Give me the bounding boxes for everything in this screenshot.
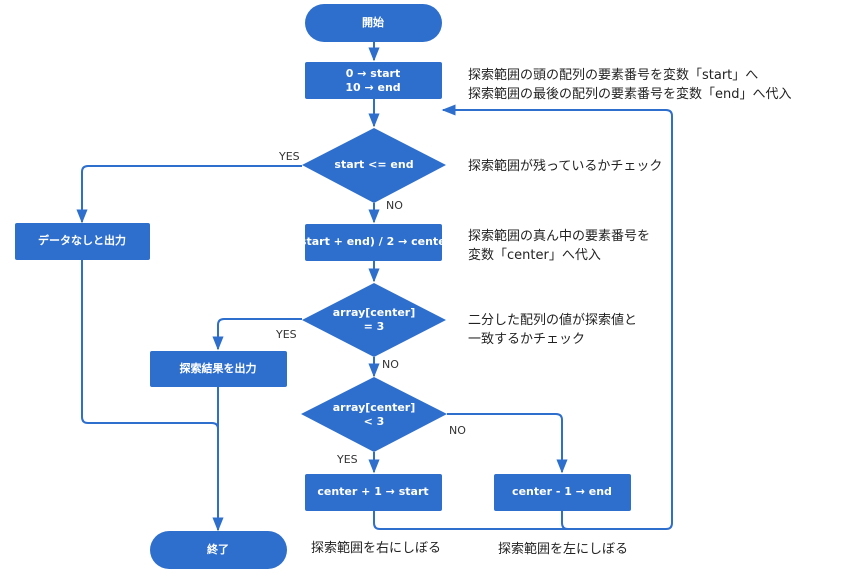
equal-condition-text-line1: array[center] — [333, 306, 416, 319]
init-note-line2: 探索範囲の最後の配列の要素番号を変数「end」へ代入 — [468, 87, 792, 102]
found-text: 探索結果を出力 — [180, 361, 257, 375]
init-process — [305, 62, 442, 99]
less-than-condition-diamond — [301, 377, 447, 452]
loop-note: 探索範囲が残っているかチェック — [468, 157, 662, 176]
not-found-output — [15, 223, 150, 260]
move-left-note-line1: 探索範囲を左にしぼる — [498, 542, 629, 557]
loop-condition-text: start <= end — [334, 158, 413, 171]
equal-note-line1: 二分した配列の値が探索値と — [468, 313, 638, 328]
equal-note: 二分した配列の値が探索値と 一致するかチェック — [468, 311, 637, 349]
loop-condition-diamond — [302, 128, 446, 203]
center-note-line2: 変数「center」へ代入 — [468, 248, 601, 263]
less-than-no-label: NO — [449, 424, 466, 437]
edge-notfound-to-end — [81, 260, 224, 532]
center-note: 探索範囲の真ん中の要素番号を 変数「center」へ代入 — [468, 227, 650, 265]
move-left-process — [494, 474, 631, 511]
move-left-text: center - 1 → end — [512, 485, 612, 498]
equal-no-label: NO — [382, 358, 399, 371]
edge-loop-yes-to-notfound — [76, 165, 302, 224]
found-output — [150, 351, 287, 387]
init-text-line1: 0 → start — [346, 67, 400, 80]
equal-note-line2: 一致するかチェック — [468, 332, 586, 347]
edge-eq-yes-to-found — [212, 318, 302, 351]
not-found-text: データなしと出力 — [38, 233, 126, 247]
end-text: 終了 — [207, 542, 229, 556]
equal-condition-text-line2: = 3 — [364, 320, 385, 333]
loop-yes-label: YES — [278, 150, 300, 163]
init-note: 探索範囲の頭の配列の要素番号を変数「start」へ 探索範囲の最後の配列の要素番… — [468, 66, 792, 104]
init-text-line2: 10 → end — [345, 81, 400, 94]
move-right-text: center + 1 → start — [317, 485, 428, 498]
less-than-condition-text-line1: array[center] — [333, 401, 416, 414]
equal-yes-label: YES — [275, 328, 297, 341]
move-left-note: 探索範囲を左にしぼる — [498, 540, 628, 559]
move-right-note-line1: 探索範囲を右にしぼる — [311, 541, 442, 556]
edge-left-loopback — [561, 511, 666, 530]
edge-right-loopback — [373, 104, 673, 530]
center-calc-process — [305, 224, 442, 261]
start-terminal — [305, 4, 442, 42]
init-note-line1: 探索範囲の頭の配列の要素番号を変数「start」へ — [468, 68, 759, 83]
move-right-process — [305, 474, 442, 511]
equal-condition-diamond — [302, 283, 446, 357]
loop-note-line1: 探索範囲が残っているかチェック — [468, 159, 663, 174]
edge-lt-no-to-left — [447, 413, 568, 474]
move-right-note: 探索範囲を右にしぼる — [311, 539, 441, 558]
less-than-yes-label: YES — [336, 453, 358, 466]
end-terminal — [150, 531, 287, 569]
center-calc-text: (start + end) / 2 → center — [295, 235, 452, 248]
loop-no-label: NO — [386, 199, 403, 212]
center-note-line1: 探索範囲の真ん中の要素番号を — [468, 229, 651, 244]
less-than-condition-text-line2: < 3 — [364, 415, 385, 428]
start-text: 開始 — [362, 15, 384, 29]
